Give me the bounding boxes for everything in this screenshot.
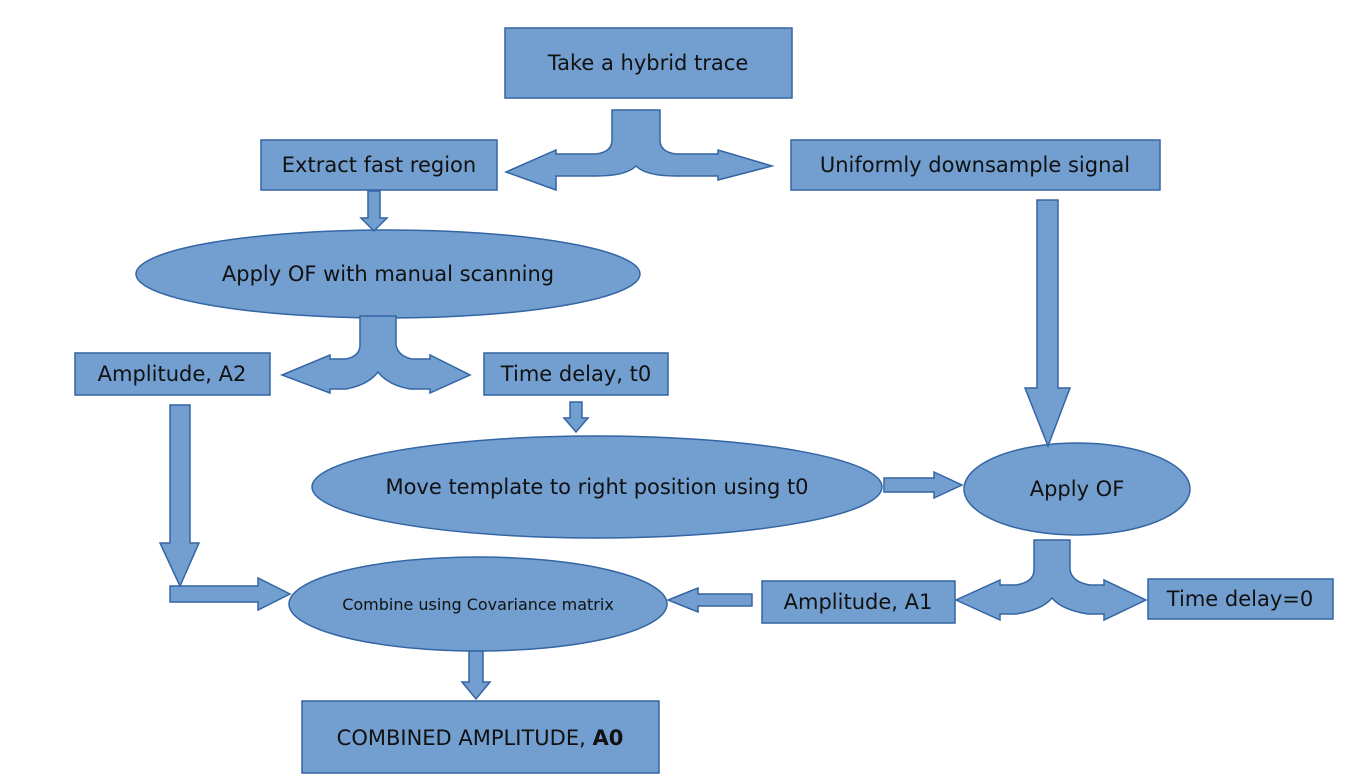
node-move-template: Move template to right position using t0 bbox=[311, 435, 883, 539]
arrow-combine-to-result bbox=[460, 650, 492, 701]
node-combined-amplitude: COMBINED AMPLITUDE, A0 bbox=[301, 700, 660, 774]
node-amplitude-a2: Amplitude, A2 bbox=[74, 352, 271, 396]
node-downsample: Uniformly downsample signal bbox=[790, 139, 1161, 191]
arrow-a2-to-combine bbox=[158, 404, 201, 588]
node-time-delay-t0-label: Time delay, t0 bbox=[500, 362, 651, 386]
node-time-delay-0: Time delay=0 bbox=[1147, 578, 1334, 620]
node-apply-of-manual: Apply OF with manual scanning bbox=[135, 229, 641, 319]
split-arrow-of bbox=[954, 539, 1148, 622]
node-combine-covariance-label: Combine using Covariance matrix bbox=[342, 595, 614, 614]
node-combined-amplitude-label: COMBINED AMPLITUDE, A0 bbox=[337, 726, 624, 750]
node-amplitude-a1: Amplitude, A1 bbox=[761, 580, 956, 624]
node-apply-of: Apply OF bbox=[963, 442, 1191, 536]
split-arrow-trace bbox=[503, 109, 775, 192]
node-move-template-label: Move template to right position using t0 bbox=[385, 475, 808, 499]
node-extract-fast: Extract fast region bbox=[260, 139, 498, 191]
node-combine-covariance: Combine using Covariance matrix bbox=[288, 556, 668, 652]
node-amplitude-a1-label: Amplitude, A1 bbox=[784, 590, 933, 614]
node-take-trace-label: Take a hybrid trace bbox=[547, 51, 749, 75]
node-downsample-label: Uniformly downsample signal bbox=[820, 153, 1130, 177]
combined-amplitude-symbol: A0 bbox=[592, 726, 623, 750]
node-time-delay-0-label: Time delay=0 bbox=[1166, 587, 1313, 611]
arrow-a2-turn-to-combine bbox=[169, 576, 292, 612]
arrow-extract-to-of bbox=[359, 190, 389, 233]
node-amplitude-a2-label: Amplitude, A2 bbox=[98, 362, 247, 386]
split-arrow-of-manual bbox=[279, 315, 472, 395]
combined-amplitude-prefix: COMBINED AMPLITUDE, bbox=[337, 726, 593, 750]
node-time-delay-t0: Time delay, t0 bbox=[483, 352, 669, 396]
arrow-downsample-to-of bbox=[1023, 199, 1072, 449]
arrow-t0-to-move bbox=[562, 401, 590, 434]
arrow-a1-to-combine bbox=[665, 586, 753, 614]
node-apply-of-label: Apply OF bbox=[1030, 477, 1125, 501]
arrow-move-to-of bbox=[883, 470, 964, 500]
node-take-trace: Take a hybrid trace bbox=[504, 27, 793, 99]
node-apply-of-manual-label: Apply OF with manual scanning bbox=[222, 262, 554, 286]
node-extract-fast-label: Extract fast region bbox=[282, 153, 476, 177]
